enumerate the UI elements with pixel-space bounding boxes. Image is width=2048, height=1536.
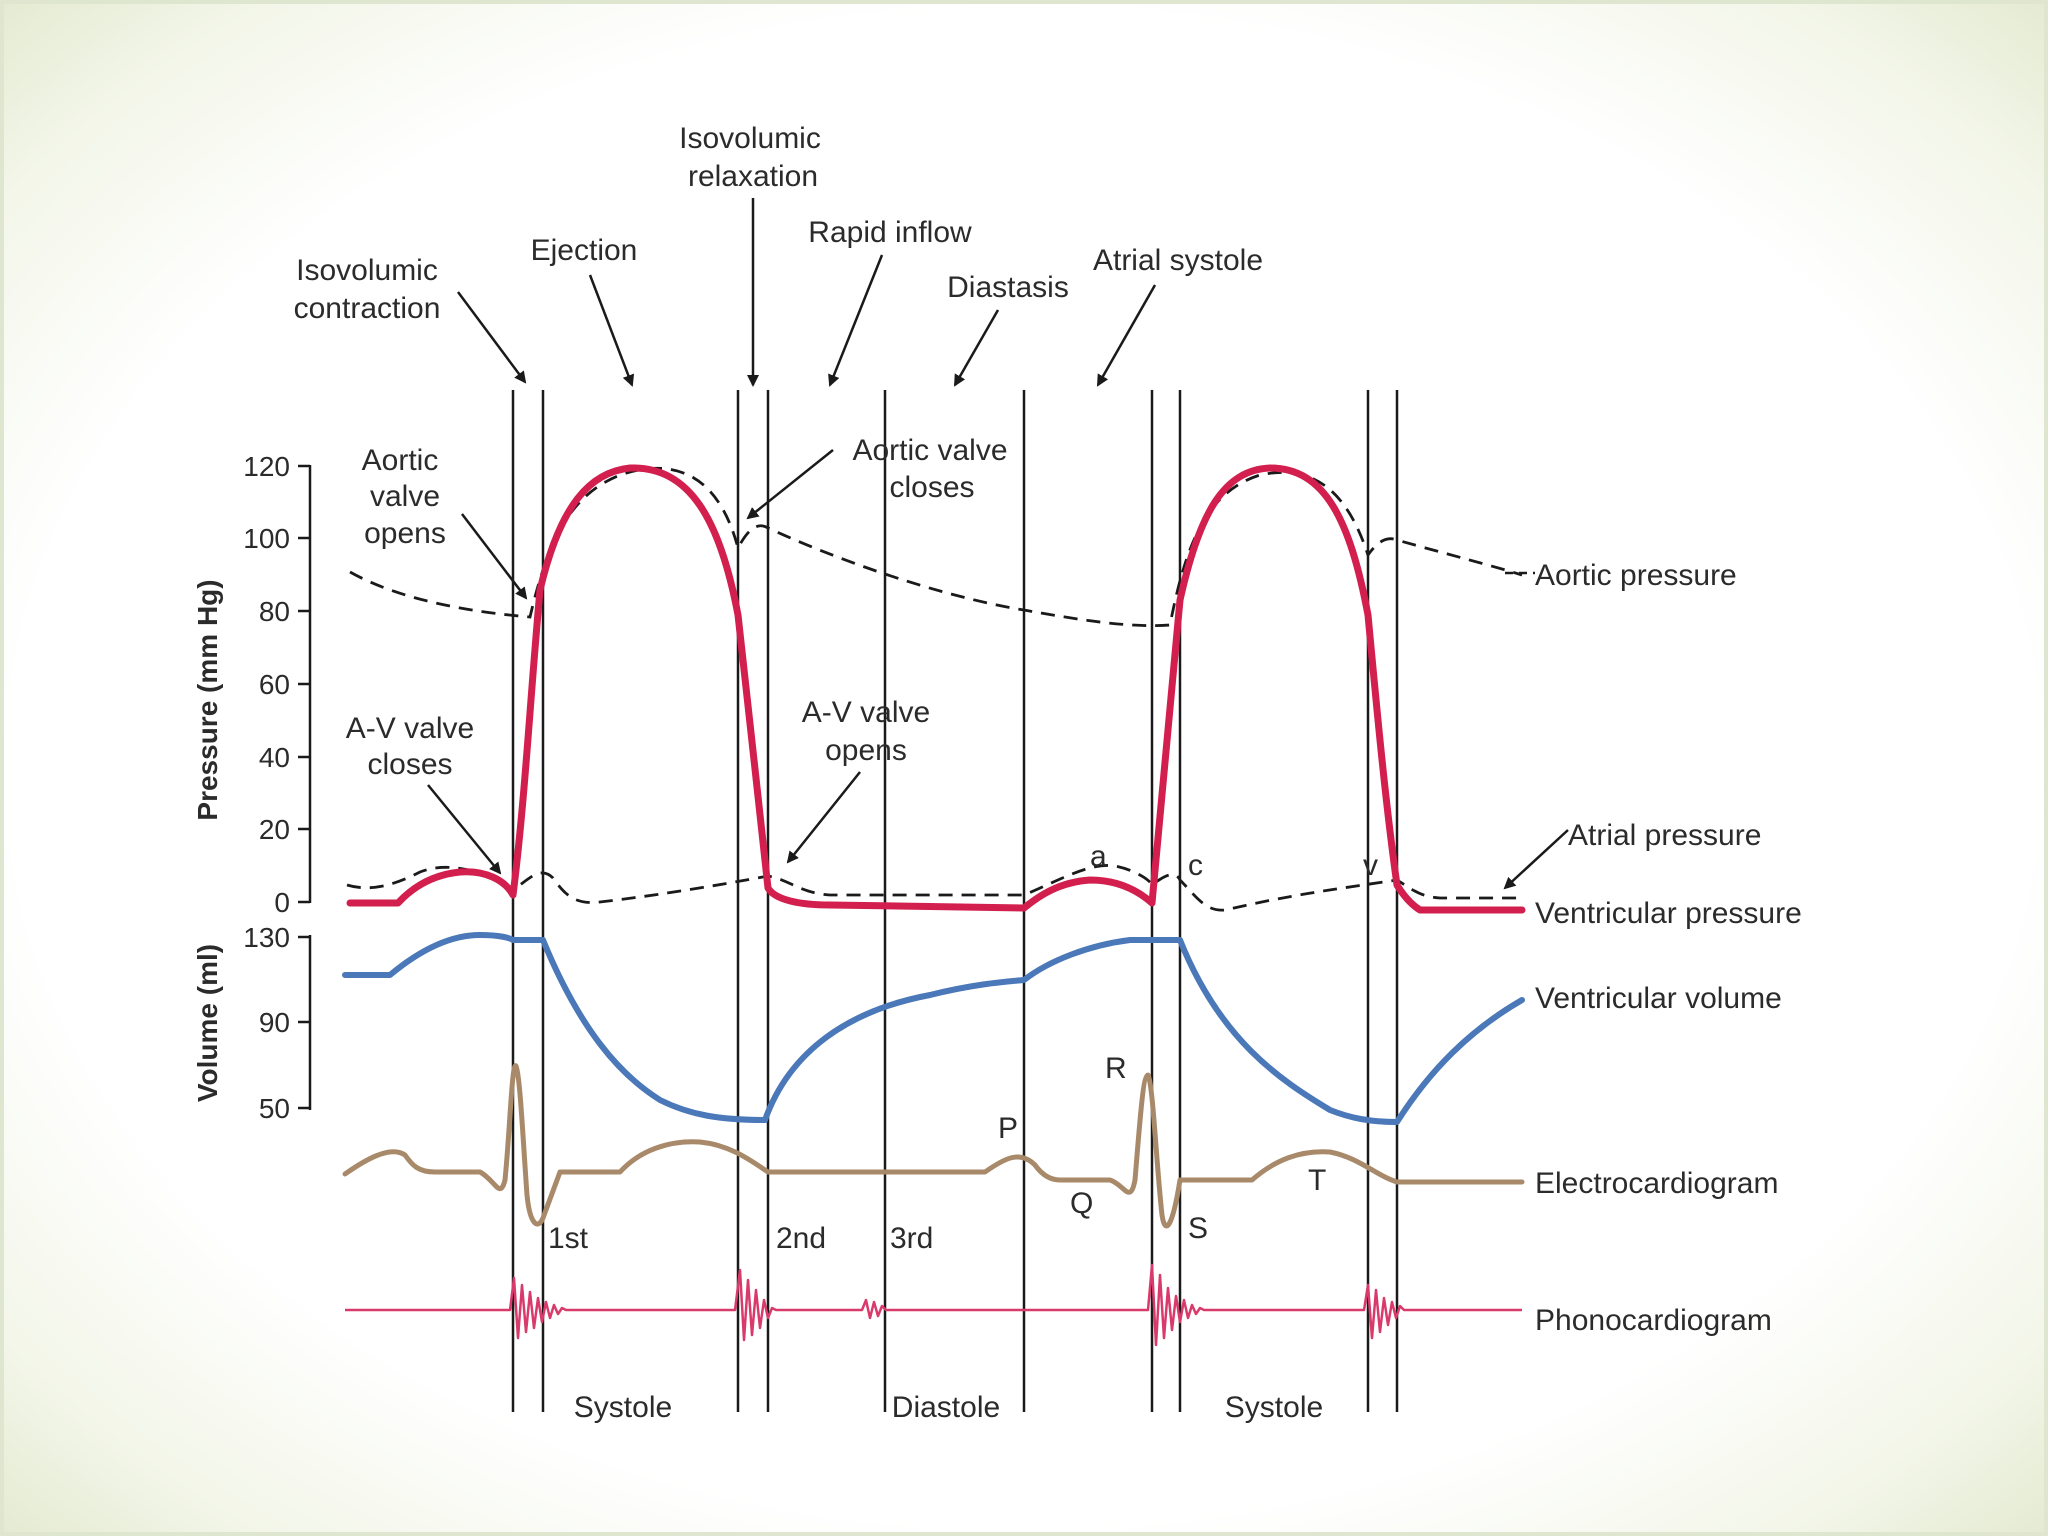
phase-divider-lines (511, 390, 1399, 1412)
ventricular-pressure-label: Ventricular pressure (1535, 897, 1802, 930)
phonocardiogram-label: Phonocardiogram (1535, 1304, 1772, 1337)
av-valve-opens-line2: opens (825, 734, 907, 767)
electrocardiogram-label: Electrocardiogram (1535, 1167, 1778, 1200)
volume-axis-title: Volume (ml) (192, 944, 223, 1102)
volume-tick: 50 (259, 1093, 290, 1124)
third-heart-sound-label: 3rd (890, 1222, 933, 1255)
volume-axis: 130 90 50 Volume (ml) (192, 922, 312, 1124)
pressure-tick: 60 (259, 669, 290, 700)
isovolumic-contraction-arrow (456, 291, 527, 384)
pressure-tick: 40 (259, 742, 290, 773)
first-heart-sound-label: 1st (548, 1222, 589, 1255)
heart-sound-labels: 1st 2nd 3rd (548, 1222, 933, 1255)
second-heart-sound-label: 2nd (776, 1222, 826, 1255)
wave-labels: a c v P Q R S T (998, 840, 1378, 1245)
phase-arrows (456, 198, 1157, 387)
phonocardiogram-trace (345, 1263, 1522, 1347)
curve-labels: Aortic pressure Atrial pressure Ventricu… (1505, 559, 1802, 1337)
av-valve-closes-line1: A-V valve (346, 712, 474, 745)
diastasis-arrow (953, 309, 1000, 387)
pressure-axis-title: Pressure (mm Hg) (192, 579, 223, 820)
wave-v-label: v (1363, 849, 1378, 882)
ecg-t-label: T (1308, 1164, 1326, 1197)
ventricular-pressure-curve (346, 464, 1526, 914)
av-valve-closes-arrow (427, 784, 502, 875)
isovolumic-relaxation-line2: relaxation (688, 160, 818, 193)
aortic-valve-opens-line2: valve (370, 480, 440, 513)
phase-labels: Isovolumic contraction Ejection Isovolum… (294, 122, 1263, 325)
ecg-s-label: S (1188, 1212, 1208, 1245)
isovolumic-relaxation-line1: Isovolumic (679, 122, 821, 155)
ejection-label: Ejection (531, 234, 638, 267)
av-valve-opens-arrow (786, 771, 861, 864)
aortic-valve-closes-line2: closes (889, 471, 974, 504)
systole-label: Systole (1225, 1391, 1323, 1424)
aortic-pressure-label: Aortic pressure (1535, 559, 1737, 592)
ecg-p-label: P (998, 1112, 1018, 1145)
atrial-pressure-curve (346, 864, 1522, 912)
diastole-label: Diastole (892, 1391, 1000, 1424)
ejection-arrow (588, 274, 635, 387)
ecg-q-label: Q (1070, 1187, 1093, 1220)
electrocardiogram-curve (342, 1063, 1525, 1229)
systole-label: Systole (574, 1391, 672, 1424)
aortic-valve-opens-arrow (461, 513, 528, 600)
aortic-valve-opens-line3: opens (364, 517, 446, 550)
pressure-tick: 100 (243, 523, 290, 554)
pressure-tick: 0 (274, 887, 290, 918)
aortic-valve-closes-line1: Aortic valve (852, 434, 1007, 467)
wave-c-label: c (1188, 849, 1203, 882)
ventricular-volume-curve (342, 932, 1525, 1125)
pressure-tick: 80 (259, 596, 290, 627)
av-valve-closes-line2: closes (367, 748, 452, 781)
av-valve-opens-line1: A-V valve (802, 696, 930, 729)
diastasis-label: Diastasis (947, 271, 1069, 304)
pressure-tick: 120 (243, 451, 290, 482)
aortic-valve-closes-arrow (746, 449, 834, 520)
ventricular-volume-label: Ventricular volume (1535, 982, 1782, 1015)
atrial-systole-label: Atrial systole (1093, 244, 1263, 277)
rapid-inflow-arrow (828, 254, 884, 387)
wave-a-label: a (1090, 840, 1107, 873)
volume-tick: 130 (243, 922, 290, 953)
atrial-systole-arrow (1096, 284, 1157, 387)
isovolumic-contraction-line1: Isovolumic (296, 254, 438, 287)
pressure-axis: 120 100 80 60 40 20 0 Pressure (mm Hg) (192, 451, 312, 918)
ecg-r-label: R (1105, 1052, 1127, 1085)
aortic-valve-opens-line1: Aortic (362, 444, 439, 477)
isovolumic-contraction-line2: contraction (294, 292, 441, 325)
pressure-tick: 20 (259, 814, 290, 845)
period-labels: Systole Diastole Systole (574, 1391, 1323, 1424)
volume-tick: 90 (259, 1007, 290, 1038)
rapid-inflow-label: Rapid inflow (808, 216, 972, 249)
aortic-pressure-curve (349, 466, 1523, 628)
atrial-pressure-arrow (1503, 829, 1569, 890)
event-labels: Aortic valve opens Aortic valve closes A… (346, 434, 1569, 890)
atrial-pressure-label: Atrial pressure (1568, 819, 1761, 852)
